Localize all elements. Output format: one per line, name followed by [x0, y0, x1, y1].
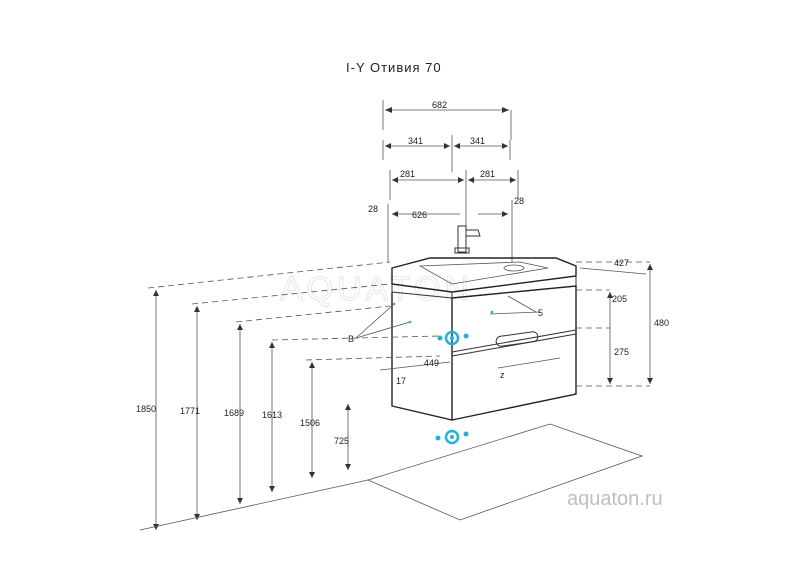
- dim-foot-offset: 17: [396, 376, 406, 386]
- page-title: I-Y Oтивия 70: [346, 60, 442, 75]
- dim-upper-drawer: 205: [612, 294, 627, 304]
- dim-mid-right: 281: [480, 169, 495, 179]
- right-dimensions: 205 275 480 427: [576, 258, 669, 387]
- callout-v: 5: [538, 308, 543, 318]
- drain-connection-icon: [435, 429, 469, 445]
- dim-cabinet-height: 480: [654, 318, 669, 328]
- dim-mid-left: 281: [400, 169, 415, 179]
- left-dimensions: 1850 1771 1689 1613 1506 725 449 17: [136, 261, 451, 530]
- dim-h2: 1771: [180, 406, 200, 416]
- dim-floor-gap: 725: [334, 436, 349, 446]
- faucet-icon: [454, 225, 481, 254]
- watermark: AQUATON: [280, 270, 473, 308]
- dim-left-edge: 28: [368, 204, 378, 214]
- dim-lower-drawer: 275: [614, 347, 629, 357]
- callouts: B 5 z: [348, 295, 543, 380]
- callout-b: B: [348, 334, 354, 344]
- dim-h5: 1506: [300, 418, 320, 428]
- website-label: aquaton.ru: [567, 488, 663, 510]
- callout-z: z: [500, 370, 505, 380]
- dim-top-right-half: 341: [470, 136, 485, 146]
- dim-h1: 1850: [136, 404, 156, 414]
- dim-h3: 1689: [224, 408, 244, 418]
- dim-right-edge: 28: [514, 196, 524, 206]
- dim-top-left-half: 341: [408, 136, 423, 146]
- dim-h4: 1613: [262, 410, 282, 420]
- dim-top-total: 682: [432, 100, 447, 110]
- basin: [391, 257, 577, 299]
- cabinet: [391, 285, 577, 421]
- dim-bowl-width: 626: [412, 210, 427, 220]
- drawer-handle-icon: [495, 331, 539, 347]
- floor: [139, 423, 644, 531]
- top-dimensions: 682 341 341 281 281 28 626 28: [368, 100, 524, 262]
- dim-depth: 427: [614, 258, 629, 268]
- dim-inner-depth: 449: [424, 358, 439, 368]
- water-connection-icon: [437, 330, 469, 346]
